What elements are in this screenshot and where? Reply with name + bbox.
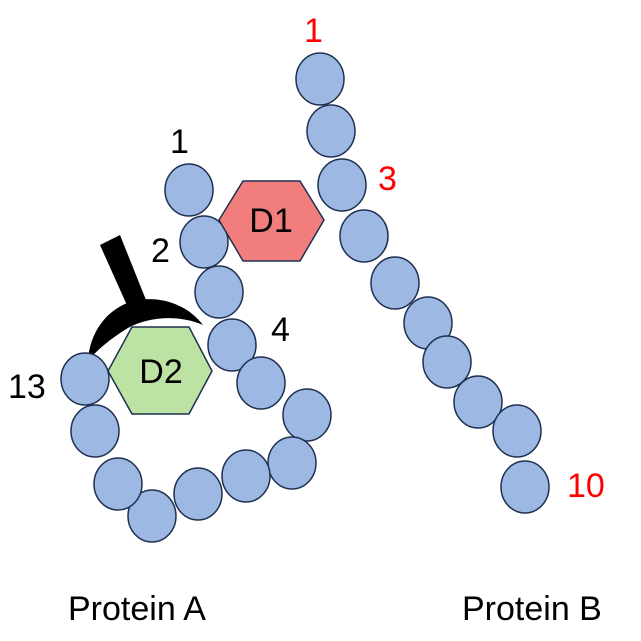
protein-a-residue-5 [236,356,286,410]
protein-b-residue-4 [339,209,389,263]
protein-a-residue-2-label: 2 [151,232,170,270]
protein-b-residue-2 [306,104,356,158]
protein-b-residue-3 [317,158,367,212]
protein-a-residue-4-label: 4 [271,311,290,349]
protein-a-residue-12 [70,404,120,458]
ligand-d2: D2 [107,326,213,415]
protein-b-residue-9 [492,404,542,458]
ligand-d2-label: D2 [139,353,182,391]
ligand-d1-label: D1 [249,202,292,240]
protein-a-residue-11 [93,457,143,511]
protein-b-residue-5 [370,256,420,310]
antibody-icon [88,235,203,360]
protein-a-residue-10 [127,489,177,543]
protein-a-residue-9 [173,467,223,521]
protein-b-residue-1 [295,52,345,106]
protein-a-residue-1-label: 1 [170,123,189,161]
protein-a-residue-4 [207,318,257,372]
protein-b-residue-10-label: 10 [567,467,605,505]
protein-a-residue-1 [164,163,214,217]
protein-a-residue-6 [282,388,332,442]
protein-a-residue-2 [179,215,229,269]
protein-a-residue-13-label: 13 [8,368,46,406]
protein-b-residue-8 [453,375,503,429]
protein-a-residue-3 [194,265,244,319]
protein-b-residue-3-label: 3 [378,160,397,198]
ligand-d1: D1 [218,180,325,262]
protein-a-residue-8 [221,449,271,503]
protein-a-residue-7 [267,436,317,490]
protein-b-caption: Protein B [462,590,602,628]
protein-a-chain [60,163,332,543]
protein-b-residue-10 [500,460,550,514]
protein-b-residue-1-label: 1 [304,12,323,50]
protein-a-caption: Protein A [68,590,206,628]
protein-b-residue-7 [422,335,472,389]
protein-b-chain [295,52,550,514]
protein-a-residue-13 [60,352,110,406]
